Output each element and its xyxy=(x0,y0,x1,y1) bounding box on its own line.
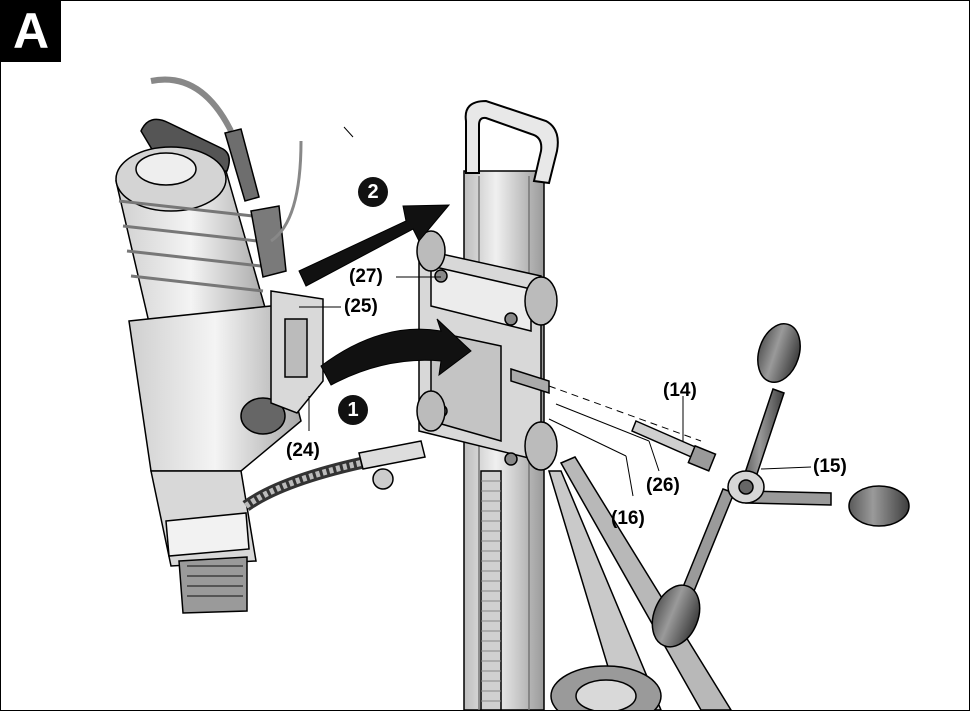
step-1-marker: 1 xyxy=(338,395,368,425)
callout-27: (27) xyxy=(349,266,383,287)
callout-26: (26) xyxy=(646,475,680,496)
core-drill-motor xyxy=(115,76,303,614)
crank-handle xyxy=(631,323,910,648)
callout-14: (14) xyxy=(663,380,697,401)
stand-carry-handle xyxy=(464,99,559,185)
callout-24: (24) xyxy=(286,440,320,461)
callout-15: (15) xyxy=(813,456,847,477)
panel-letter-badge: A xyxy=(1,1,61,62)
carriage-block xyxy=(416,230,558,471)
step-2-marker: 2 xyxy=(358,177,388,207)
leader-lines xyxy=(299,126,812,497)
mounting-plate xyxy=(270,290,324,414)
callout-25: (25) xyxy=(344,296,378,317)
water-hose xyxy=(242,440,426,511)
stand-legs xyxy=(547,456,732,710)
pinion-shaft xyxy=(510,367,702,442)
callout-16: (16) xyxy=(611,508,645,529)
mounting-arrows xyxy=(298,204,472,386)
